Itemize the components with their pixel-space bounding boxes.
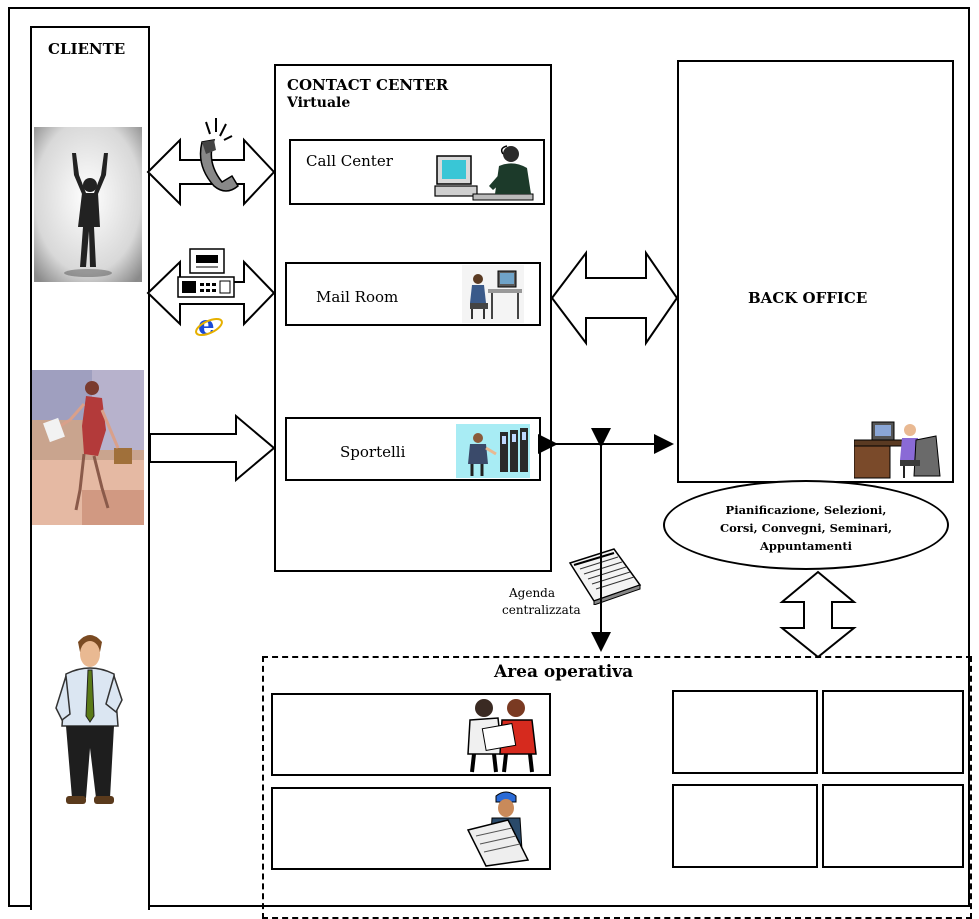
silhouette-cheering-person-icon xyxy=(34,127,142,282)
agent-at-computer-icon xyxy=(433,142,537,202)
ellipse-area-double-arrow xyxy=(779,570,857,659)
cliente-label: CLIENTE xyxy=(48,40,126,58)
contact-center-title: CONTACT CENTER xyxy=(287,76,449,94)
operative-cell-2 xyxy=(822,690,964,774)
outer-frame xyxy=(8,7,970,907)
agenda-line-2: centralizzata xyxy=(502,603,581,617)
telephone-icon xyxy=(192,116,240,194)
sportelli-label: Sportelli xyxy=(340,443,406,461)
ellipse-line-2: Corsi, Convegni, Seminari, xyxy=(719,521,893,535)
businessman-icon xyxy=(48,628,132,808)
worker-with-blueprint-icon xyxy=(462,790,542,868)
office-worker-icon xyxy=(853,420,944,480)
planning-ellipse xyxy=(663,480,949,570)
operative-cell-3 xyxy=(672,784,818,868)
contact-center-subtitle: Virtuale xyxy=(287,95,351,111)
agenda-line-1: Agenda xyxy=(509,586,556,600)
contact-backoffice-double-arrow xyxy=(550,249,679,347)
fax-machine-icon xyxy=(176,247,236,305)
operator-workstation-icon xyxy=(462,265,524,323)
ellipse-line-1: Pianificazione, Selezioni, xyxy=(725,503,887,517)
sportelli-arrow xyxy=(149,413,276,483)
operative-cell-1 xyxy=(672,690,818,774)
back-office-box xyxy=(677,60,954,483)
counter-clerk-icon xyxy=(456,424,530,478)
woman-walking-with-bag-icon xyxy=(32,370,144,525)
workers-reviewing-plans-icon xyxy=(448,696,546,774)
mail-room-label: Mail Room xyxy=(316,288,399,306)
operative-cell-4 xyxy=(822,784,964,868)
area-operativa-title: Area operativa xyxy=(494,662,634,682)
ellipse-line-3: Appuntamenti xyxy=(759,539,853,553)
call-center-label: Call Center xyxy=(306,152,393,170)
back-office-label: BACK OFFICE xyxy=(748,289,868,307)
internet-explorer-icon: e xyxy=(194,311,224,341)
